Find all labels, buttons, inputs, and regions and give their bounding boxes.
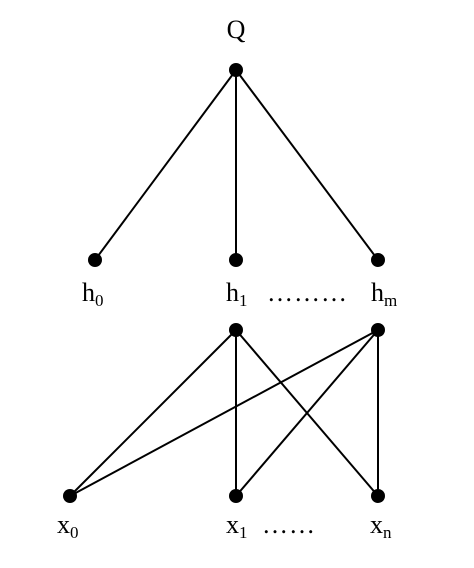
ellipsis-x-row: ……	[262, 510, 316, 539]
node-h1	[229, 253, 243, 267]
label-xn: xn	[370, 510, 392, 542]
node-x0	[63, 489, 77, 503]
label-hm: hm	[371, 278, 397, 310]
label-h1: h1	[226, 278, 248, 310]
label-h0: h0	[82, 278, 104, 310]
node-upper-1	[229, 323, 243, 337]
node-q	[229, 63, 243, 77]
labels: Q h0 h1 ……… hm x0 x1 …… xn	[57, 15, 397, 542]
edge-q-hm	[235, 69, 379, 261]
nodes	[63, 63, 385, 503]
ellipsis-h-row: ………	[267, 278, 348, 307]
node-h0	[88, 253, 102, 267]
node-hm	[371, 253, 385, 267]
edge-u2-x1	[235, 329, 379, 497]
edge-u2-x0	[69, 329, 379, 497]
edge-u1-x0	[69, 329, 237, 497]
label-x0: x0	[57, 510, 79, 542]
node-xn	[371, 489, 385, 503]
edge-q-h0	[94, 69, 237, 261]
q-edges	[94, 69, 379, 261]
node-upper-2	[371, 323, 385, 337]
node-x1	[229, 489, 243, 503]
label-x1: x1	[226, 510, 248, 542]
label-q: Q	[227, 15, 246, 44]
lower-edges	[69, 329, 379, 497]
